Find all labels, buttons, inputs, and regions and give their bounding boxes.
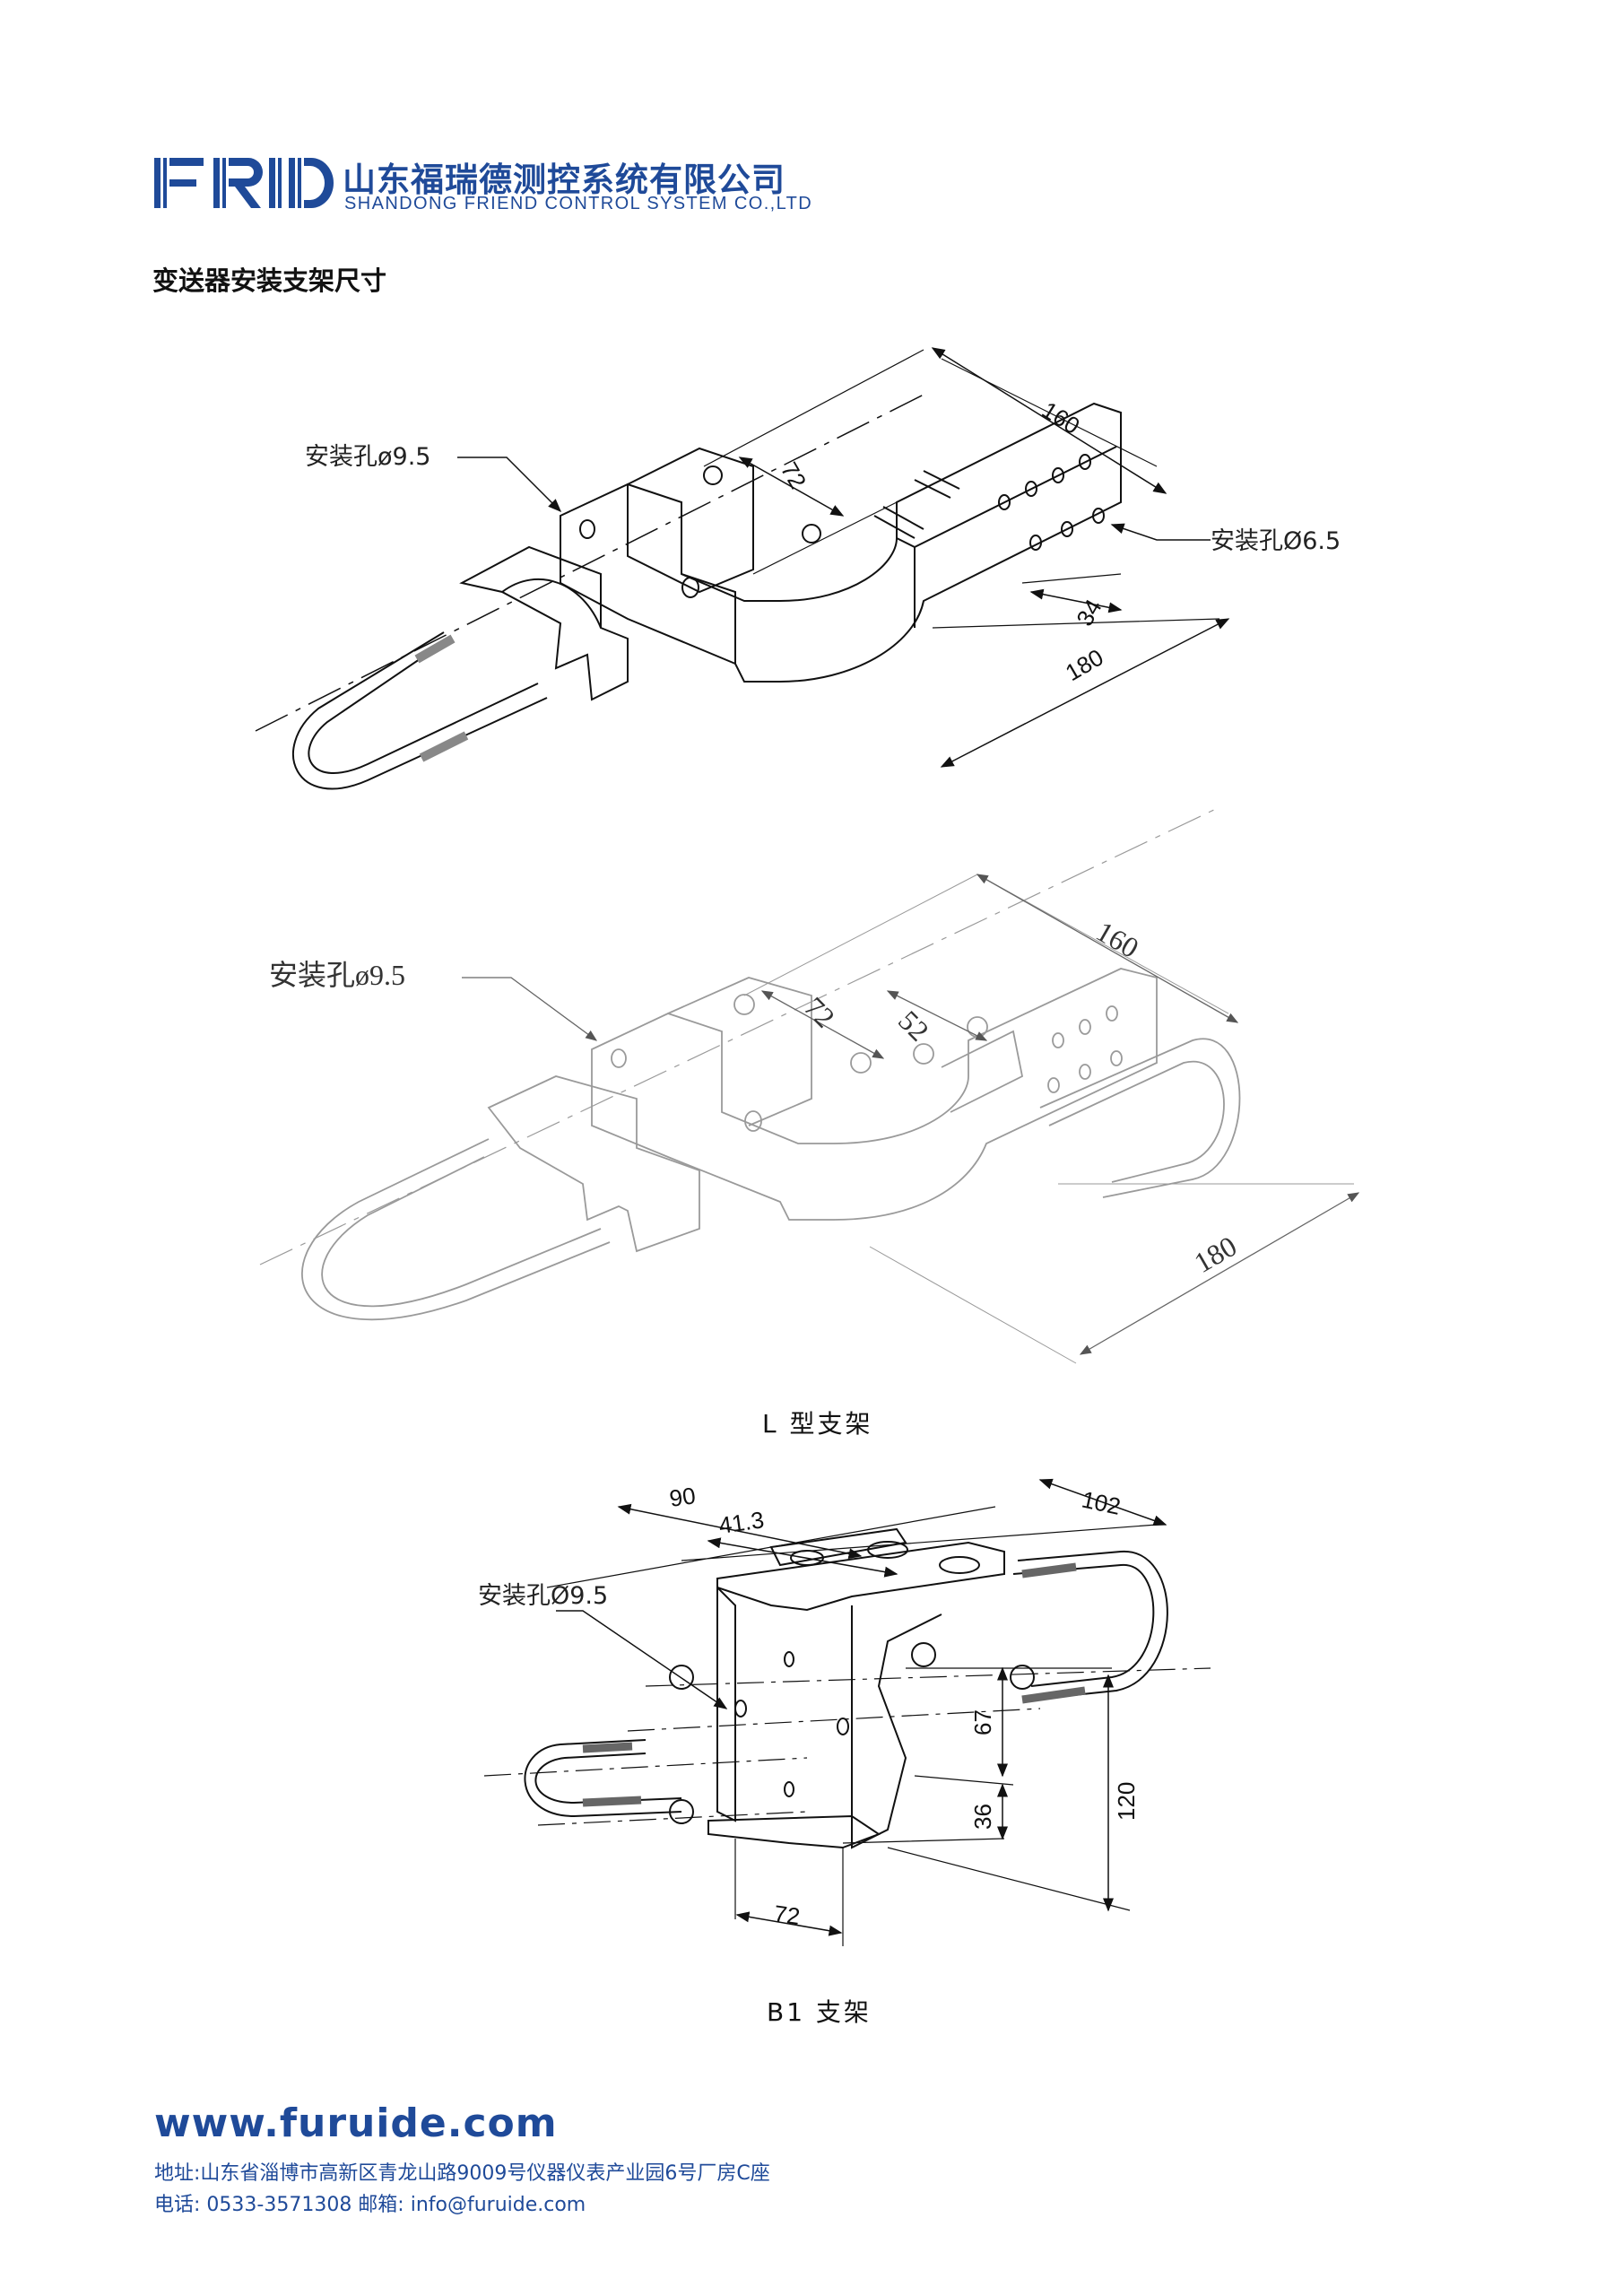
dim-36-3: 36 bbox=[969, 1804, 996, 1830]
caption-b1-bracket: B1 支架 bbox=[767, 1997, 872, 2027]
dim-120-3: 120 bbox=[1113, 1782, 1140, 1821]
dim-72-2: 72 bbox=[798, 990, 841, 1033]
dimension-lines-1 bbox=[457, 347, 1230, 768]
website-link[interactable]: www.furuide.com bbox=[154, 2100, 558, 2146]
company-name-en: SHANDONG FRIEND CONTROL SYSTEM CO.,LTD bbox=[344, 194, 813, 213]
dim-52-2: 52 bbox=[892, 1004, 935, 1047]
technical-drawings: 安装孔ø9.5 安装孔Ø6.5 72 160 34 180 bbox=[255, 347, 1360, 1946]
mount-hole-label-2: 安装孔Ø6.5 bbox=[1211, 527, 1341, 555]
dim-41-3-3: 41.3 bbox=[717, 1506, 766, 1539]
dim-102-3: 102 bbox=[1080, 1486, 1124, 1520]
mount-hole-label-4: 安装孔Ø9.5 bbox=[478, 1582, 608, 1610]
dim-180-2: 180 bbox=[1189, 1230, 1243, 1279]
caption-l-bracket: L 型支架 bbox=[762, 1409, 873, 1439]
company-logo bbox=[154, 158, 334, 208]
dim-160-1: 160 bbox=[1037, 396, 1085, 439]
mount-hole-label-1: 安装孔ø9.5 bbox=[305, 443, 430, 471]
dim-160-2: 160 bbox=[1091, 915, 1145, 964]
mount-hole-label-3: 安装孔ø9.5 bbox=[269, 959, 405, 991]
dim-72-1: 72 bbox=[776, 457, 812, 493]
dim-67-3: 67 bbox=[969, 1709, 996, 1735]
bracket-drawing-2 bbox=[259, 806, 1354, 1364]
dimension-lines-3 bbox=[556, 1478, 1167, 1936]
company-name-cn: 山东福瑞德测控系统有限公司 bbox=[343, 161, 785, 199]
dim-34-1: 34 bbox=[1071, 595, 1107, 631]
contact-text: 电话: 0533-3571308 邮箱: info@furuide.com bbox=[154, 2194, 586, 2216]
page-title: 变送器安装支架尺寸 bbox=[152, 265, 387, 296]
dim-180-1: 180 bbox=[1061, 644, 1108, 687]
bracket-drawing-3 bbox=[483, 1506, 1211, 1946]
dimension-lines-2 bbox=[462, 874, 1360, 1355]
dim-90-3: 90 bbox=[668, 1482, 698, 1512]
dim-72-3: 72 bbox=[772, 1900, 802, 1930]
address-text: 地址:山东省淄博市高新区青龙山路9009号仪器仪表产业园6号厂房C座 bbox=[154, 2162, 770, 2185]
